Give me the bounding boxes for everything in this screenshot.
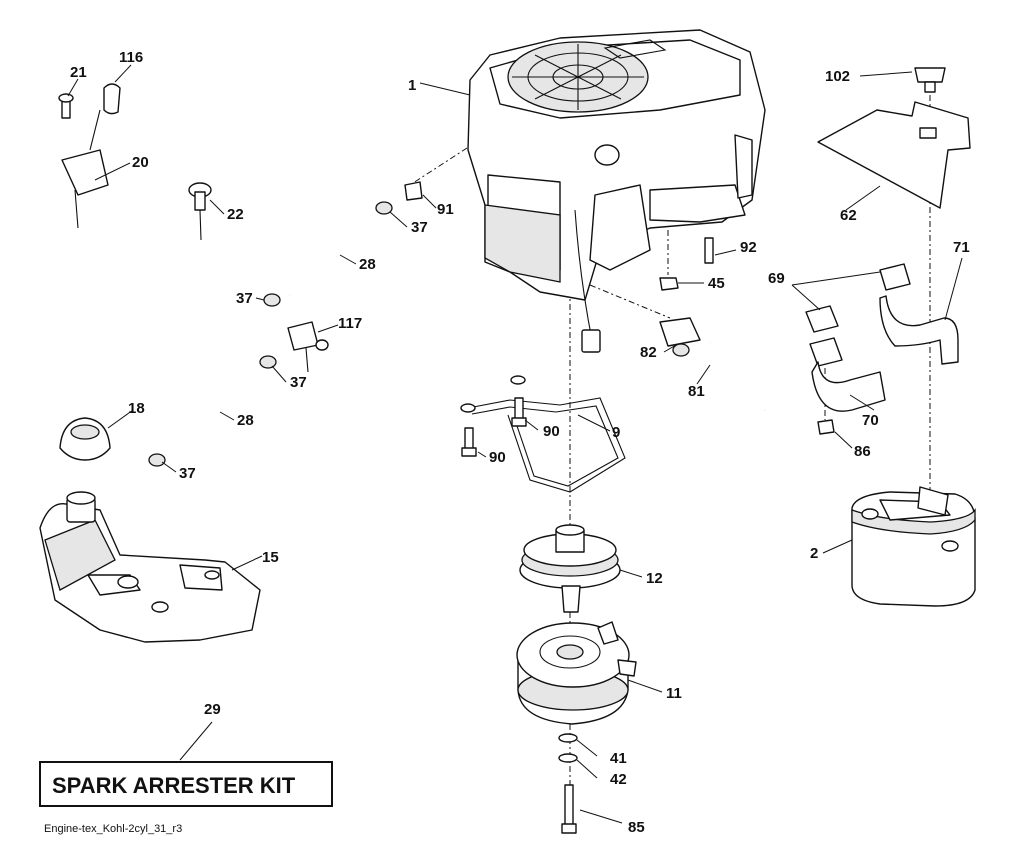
fuel-tank <box>39 491 261 643</box>
callout-1: 1 <box>408 77 416 94</box>
callout-20: 20 <box>132 154 149 171</box>
drawing-reference: Engine-tex_Kohl-2cyl_31_r3 <box>44 823 182 835</box>
callout-41: 41 <box>610 750 627 767</box>
callout-37b: 37 <box>236 290 253 307</box>
callout-45: 45 <box>708 275 725 292</box>
callout-21: 21 <box>70 64 87 81</box>
callout-37a: 37 <box>411 219 428 236</box>
choke-knob <box>188 182 212 241</box>
callout-28b: 28 <box>237 412 254 429</box>
bolt-and-nut <box>659 237 714 291</box>
spark-arrester-kit-label: SPARK ARRESTER KIT <box>52 773 296 798</box>
callout-37d: 37 <box>179 465 196 482</box>
callout-28a: 28 <box>359 256 376 273</box>
callout-91: 91 <box>437 201 454 218</box>
callout-22: 22 <box>227 206 244 223</box>
engine <box>467 29 766 353</box>
callout-42: 42 <box>610 771 627 788</box>
callout-71: 71 <box>953 239 970 256</box>
callout-2: 2 <box>810 545 818 562</box>
callout-102: 102 <box>825 68 850 85</box>
callout-92: 92 <box>740 239 757 256</box>
hose-clamps <box>148 201 393 467</box>
pulley <box>519 524 621 613</box>
callout-12: 12 <box>646 570 663 587</box>
center-bolt <box>561 784 577 834</box>
washers <box>558 733 578 763</box>
fuel-lines <box>159 208 381 464</box>
fuel-valve <box>287 321 329 373</box>
callout-116: 116 <box>119 49 143 66</box>
knob <box>914 67 946 93</box>
callout-90a: 90 <box>543 423 560 440</box>
callout-86: 86 <box>854 443 871 460</box>
callout-29: 29 <box>204 701 221 718</box>
heat-shield <box>817 101 971 209</box>
callout-37c: 37 <box>290 374 307 391</box>
callout-18: 18 <box>128 400 145 417</box>
bolts <box>461 397 527 457</box>
fuel-cap <box>59 417 111 461</box>
callout-labels: 1 2 9 11 12 15 18 20 21 22 28 28 29 37 3… <box>70 49 970 836</box>
muffler <box>851 486 976 607</box>
callout-9: 9 <box>612 424 620 441</box>
callout-62: 62 <box>840 207 857 224</box>
callout-85: 85 <box>628 819 645 836</box>
leader-lines <box>67 64 963 824</box>
electric-clutch <box>516 621 637 725</box>
callout-69: 69 <box>768 270 785 287</box>
nut <box>817 419 835 435</box>
callout-11: 11 <box>666 685 682 702</box>
callout-15: 15 <box>262 549 279 566</box>
throttle-lever <box>58 83 121 229</box>
spark-arrester-kit-box: SPARK ARRESTER KIT <box>39 761 333 807</box>
callout-82: 82 <box>640 344 657 361</box>
callout-117: 117 <box>338 315 362 332</box>
fitting <box>404 181 423 201</box>
callout-90b: 90 <box>489 449 506 466</box>
callout-70: 70 <box>862 412 879 429</box>
exhaust-pipes <box>805 263 959 412</box>
callout-81: 81 <box>688 383 705 400</box>
fuel-hose-connector <box>659 317 767 411</box>
